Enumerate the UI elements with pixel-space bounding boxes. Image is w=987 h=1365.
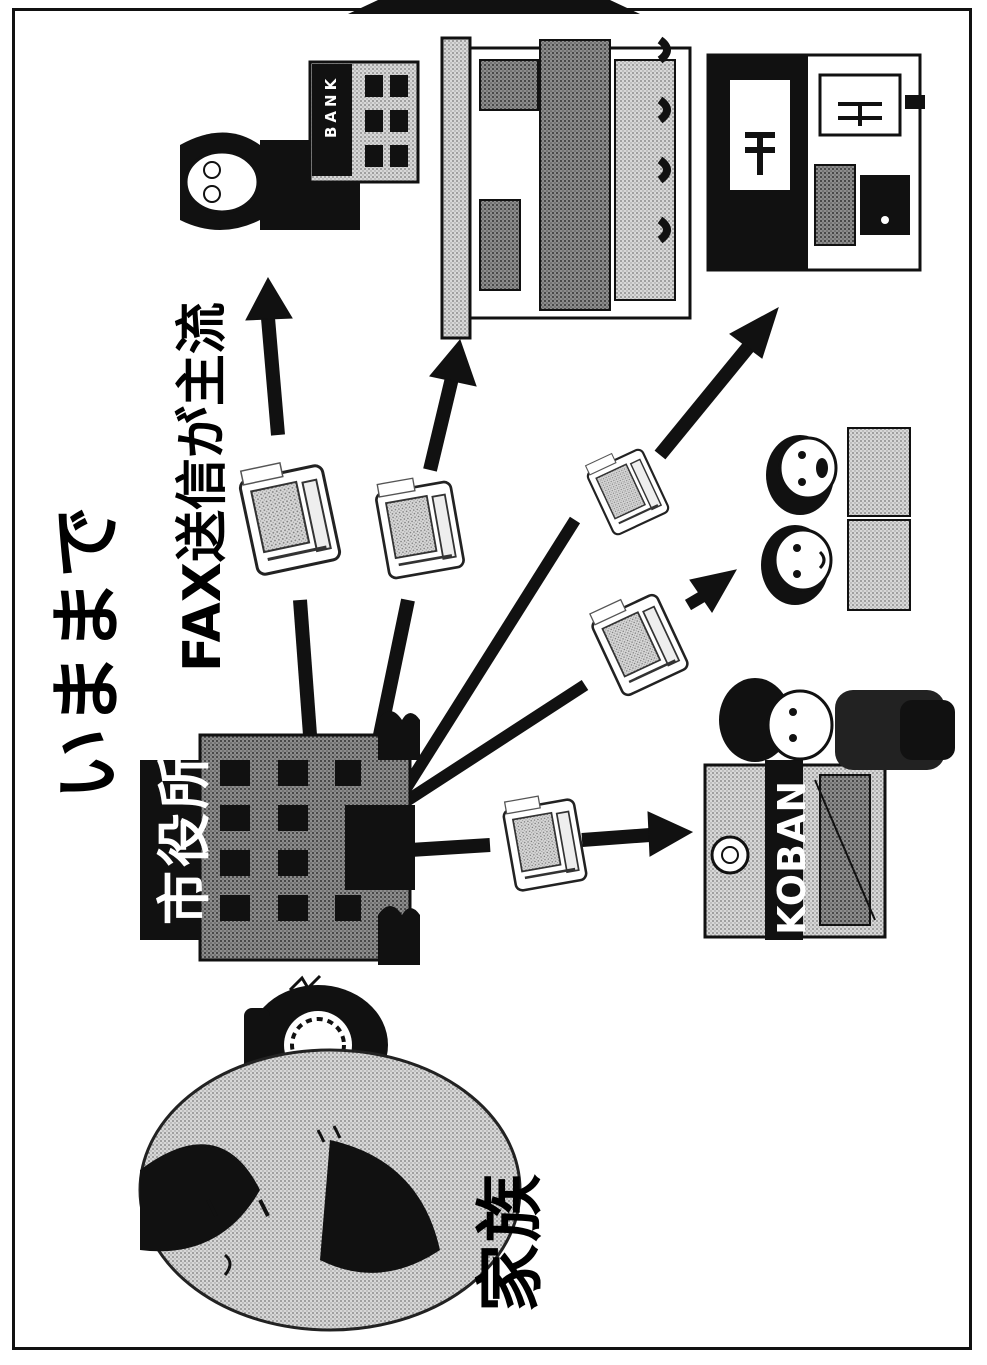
family-person-icon: [138, 1048, 522, 1332]
arrow-to-school: [684, 569, 737, 613]
page-title: いままで: [45, 503, 129, 800]
arrow-to-bank: [245, 276, 293, 436]
police-officer-icon: [719, 678, 955, 770]
bank-sign: BANK: [322, 74, 340, 138]
banker-icon: [180, 132, 360, 230]
arrow-to-koban: [581, 811, 694, 857]
fax-machine-icon: [235, 453, 343, 578]
fax-machine-icon: [585, 583, 691, 699]
fax-machine-icon: [372, 470, 467, 581]
arrows: [245, 276, 779, 857]
fax-machine-icon: [500, 788, 589, 893]
post-office-building: [706, 53, 925, 272]
connector-lines: [293, 516, 589, 857]
city-hall-sign: 市役所: [153, 751, 216, 925]
koban-sign: KOBAN: [770, 779, 814, 935]
page-subtitle: FAX送信が主流: [173, 302, 233, 672]
top-tab-decoration: [348, 0, 640, 14]
arrow-to-post-office: [654, 306, 779, 460]
bank-building: [308, 60, 420, 184]
family-label: 家族: [472, 1171, 551, 1312]
hospital-building: [440, 36, 692, 340]
koban-police-box: [703, 760, 887, 940]
fax-machine-icon: [581, 440, 672, 538]
students-icon: [761, 427, 911, 611]
arrow-to-hospital: [423, 339, 477, 472]
city-hall-sign-plate: [140, 780, 200, 930]
